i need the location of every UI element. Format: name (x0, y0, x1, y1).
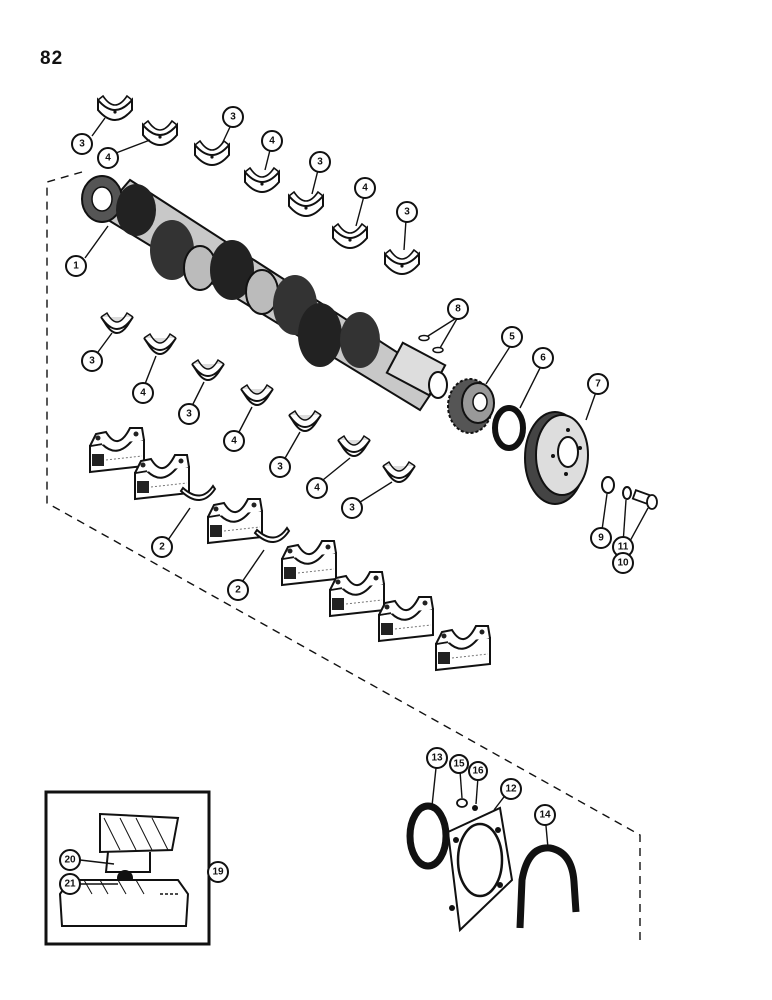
svg-text:14: 14 (539, 810, 551, 821)
callout-5: 5 (501, 326, 523, 348)
callout-3b: 3 (222, 106, 244, 128)
callout-8: 8 (447, 298, 469, 320)
oil-seal-ring (492, 405, 526, 451)
callout-2b: 2 (227, 579, 249, 601)
crankshaft (81, 175, 448, 412)
pulley-washer (601, 476, 615, 494)
svg-text:3: 3 (230, 112, 236, 123)
page-number: 82 (40, 48, 64, 69)
callout-4a: 4 (97, 147, 119, 169)
crankshaft-pulley (524, 411, 589, 505)
svg-text:3: 3 (349, 503, 355, 514)
svg-text:19: 19 (212, 867, 224, 878)
svg-text:4: 4 (314, 483, 320, 494)
retainer-screw (456, 798, 468, 808)
callout-11: 11 (612, 536, 634, 558)
callout-3f: 3 (178, 403, 200, 425)
callout-7: 7 (587, 373, 609, 395)
callout-14: 14 (534, 804, 556, 826)
callout-3h: 3 (341, 497, 363, 519)
svg-text:3: 3 (277, 462, 283, 473)
callout-3a: 3 (71, 133, 93, 155)
svg-text:3: 3 (79, 139, 85, 150)
alignment-dashed-line (46, 171, 641, 942)
svg-text:2: 2 (235, 585, 241, 596)
callout-9: 9 (590, 527, 612, 549)
callout-3c: 3 (309, 151, 331, 173)
rear-oil-seal (406, 802, 450, 870)
svg-text:2: 2 (159, 542, 165, 553)
callout-2a: 2 (151, 536, 173, 558)
svg-text:13: 13 (431, 753, 443, 764)
callout-19: 19 (207, 861, 229, 883)
rope-packing-seal (516, 844, 580, 929)
svg-text:20: 20 (64, 855, 76, 866)
callout-4b: 4 (261, 130, 283, 152)
callout-10: 10 (612, 552, 634, 574)
svg-text:15: 15 (453, 759, 465, 770)
svg-text:9: 9 (598, 533, 604, 544)
callout-4d: 4 (132, 382, 154, 404)
callout-16: 16 (468, 761, 488, 781)
svg-text:11: 11 (618, 542, 629, 553)
svg-text:4: 4 (140, 388, 146, 399)
rear-seal-retainer (446, 806, 514, 933)
callout-12: 12 (500, 778, 522, 800)
callout-6: 6 (532, 347, 554, 369)
svg-text:3: 3 (317, 157, 323, 168)
svg-text:4: 4 (231, 436, 237, 447)
svg-text:5: 5 (509, 332, 515, 343)
lockwasher (622, 486, 632, 500)
callout-3e: 3 (81, 350, 103, 372)
svg-text:3: 3 (186, 409, 192, 420)
callout-1: 1 (65, 255, 87, 277)
svg-text:10: 10 (617, 558, 629, 569)
key-pins (418, 334, 444, 354)
svg-text:16: 16 (472, 766, 484, 777)
callout-15: 15 (449, 754, 469, 774)
svg-text:7: 7 (595, 379, 601, 390)
callout-3d: 3 (396, 201, 418, 223)
callout-4c: 4 (354, 177, 376, 199)
svg-text:3: 3 (404, 207, 410, 218)
crankshaft-gear (447, 378, 495, 434)
svg-text:8: 8 (455, 304, 461, 315)
svg-text:3: 3 (89, 356, 95, 367)
retainer-lockwasher (472, 805, 478, 811)
svg-text:21: 21 (64, 879, 76, 890)
callout-3g: 3 (269, 456, 291, 478)
svg-text:4: 4 (105, 153, 111, 164)
svg-text:12: 12 (505, 784, 517, 795)
svg-text:4: 4 (269, 136, 275, 147)
callout-20: 20 (59, 849, 81, 871)
svg-text:4: 4 (362, 183, 368, 194)
svg-text:6: 6 (540, 353, 546, 364)
svg-text:1: 1 (73, 261, 79, 272)
pulley-bolt (631, 489, 658, 510)
callout-13: 13 (426, 747, 448, 769)
callout-4f: 4 (306, 477, 328, 499)
callout-21: 21 (59, 873, 81, 895)
leader-lines (79, 117, 649, 885)
callout-4e: 4 (223, 430, 245, 452)
